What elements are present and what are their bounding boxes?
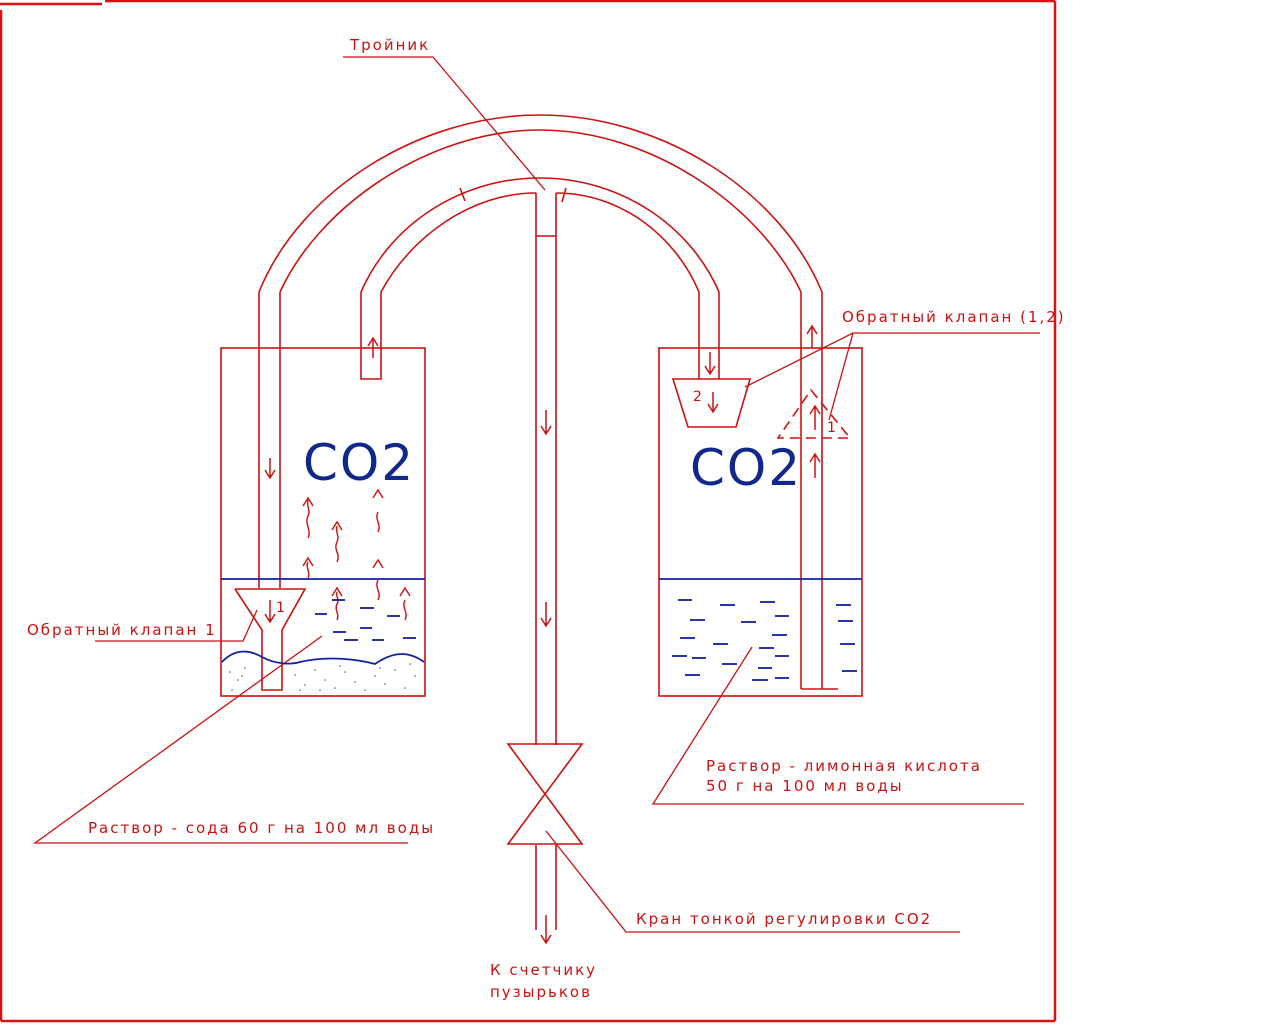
tee-vertical-tube (535, 193, 557, 930)
liquid-dashes (315, 599, 857, 681)
valve-number-2: 2 (693, 389, 702, 405)
citric-solution-label-line1: Раствор - лимонная кислота (706, 757, 982, 775)
outer-arch-tube (258, 114, 823, 293)
to-counter-label-line2: пузырьков (490, 983, 592, 1001)
co2-label-left: CO2 (303, 434, 415, 492)
check-valve-12-label: Обратный клапан (1,2) (842, 308, 1066, 326)
left-jar-soda (220, 292, 426, 697)
check-valve-1-funnel (234, 588, 307, 691)
fine-valve-label: Кран тонкой регулировки СО2 (636, 910, 932, 928)
co2-bubbles (302, 488, 411, 621)
soda-solution-label: Раствор - сода 60 г на 100 мл воды (88, 819, 435, 837)
check-valve-1-dashed (776, 388, 852, 439)
check-valve-1-label: Обратный клапан 1 (27, 621, 217, 639)
leader-lines (32, 56, 1040, 933)
flow-arrows (264, 324, 821, 945)
citric-solution-label-line2: 50 г на 100 мл воды (706, 777, 904, 795)
valve-number-1-dashed: 1 (827, 420, 836, 436)
fine-adjust-valve (506, 743, 584, 845)
check-valve-2 (671, 378, 752, 428)
to-counter-label-line1: К счетчику (490, 961, 597, 979)
drawing-frame (0, 0, 1057, 1023)
valve-number-1: 1 (276, 600, 285, 616)
tee-label: Тройник (349, 36, 430, 54)
water-surface-left (221, 578, 425, 665)
co2-label-right: CO2 (690, 439, 802, 497)
right-jar-citric (658, 292, 863, 697)
inner-arch-tube (360, 177, 720, 293)
soda-sediment (229, 663, 416, 691)
